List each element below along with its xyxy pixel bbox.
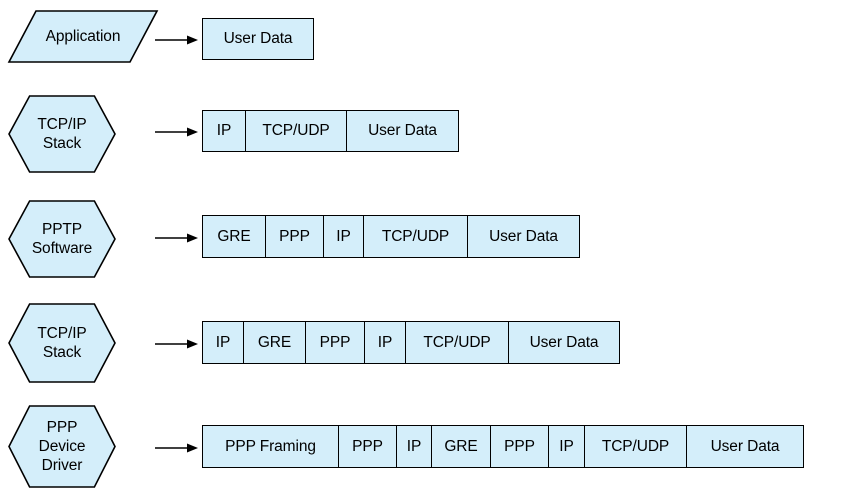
hexagon-shape (8, 303, 116, 383)
packet-field[interactable]: PPP Framing (203, 426, 339, 467)
arrow-right-icon (155, 339, 198, 348)
arrow-right-icon (155, 233, 198, 242)
packet-field[interactable]: User Data (347, 111, 458, 151)
flow-arrow-tcpip-stack-tunnel (155, 337, 199, 349)
stage-ppp-device-driver[interactable]: PPP Device Driver (8, 405, 116, 488)
packet-field[interactable]: TCP/UDP (406, 322, 509, 363)
packet-field[interactable]: User Data (509, 322, 619, 363)
packet-field[interactable]: IP (397, 426, 432, 467)
flow-arrow-application (155, 33, 199, 45)
packet-field[interactable]: GRE (244, 322, 306, 363)
stage-label-pptp-software: PPTP Software (31, 221, 93, 257)
hexagon-shape (8, 95, 116, 173)
stage-label-tcpip-stack-tunnel: TCP/IP Stack (37, 325, 87, 361)
packet-field[interactable]: IP (324, 216, 364, 257)
flow-arrow-ppp-device-driver (155, 441, 199, 453)
flow-arrow-tcpip-stack-outbound (155, 125, 199, 137)
packet-field[interactable]: GRE (432, 426, 491, 467)
packet-field[interactable]: PPP (339, 426, 397, 467)
packet-field[interactable]: User Data (687, 426, 803, 467)
parallelogram-shape (7, 10, 159, 63)
packet-field[interactable]: TCP/UDP (585, 426, 687, 467)
packet-field[interactable]: IP (203, 322, 244, 363)
packet-field[interactable]: TCP/UDP (246, 111, 347, 151)
arrow-right-icon (155, 127, 198, 137)
packet-field[interactable]: IP (549, 426, 585, 467)
arrow-right-icon (155, 443, 198, 452)
packet-field[interactable]: GRE (203, 216, 266, 257)
packet-field[interactable]: IP (365, 322, 406, 363)
arrow-right-icon (155, 35, 198, 45)
packet-field[interactable]: PPP (491, 426, 549, 467)
packet-field[interactable]: PPP (266, 216, 324, 257)
stage-tcpip-stack-tunnel[interactable]: TCP/IP Stack (8, 303, 116, 383)
hexagon-shape (8, 405, 116, 488)
packet-bar-application: User Data (202, 18, 314, 60)
packet-field[interactable]: User Data (203, 19, 313, 59)
stage-pptp-software[interactable]: PPTP Software (8, 200, 116, 278)
packet-field[interactable]: User Data (468, 216, 579, 257)
flow-arrow-pptp-software (155, 231, 199, 243)
packet-field[interactable]: IP (203, 111, 246, 151)
stage-label-application: Application (45, 28, 121, 45)
stage-tcpip-stack-outbound[interactable]: TCP/IP Stack (8, 95, 116, 173)
stage-label-tcpip-stack-outbound: TCP/IP Stack (37, 116, 87, 152)
hexagon-shape (8, 200, 116, 278)
packet-field[interactable]: TCP/UDP (364, 216, 468, 257)
stage-label-ppp-device-driver: PPP Device Driver (38, 419, 86, 474)
stage-application[interactable]: Application (7, 10, 159, 63)
packet-field[interactable]: PPP (306, 322, 365, 363)
